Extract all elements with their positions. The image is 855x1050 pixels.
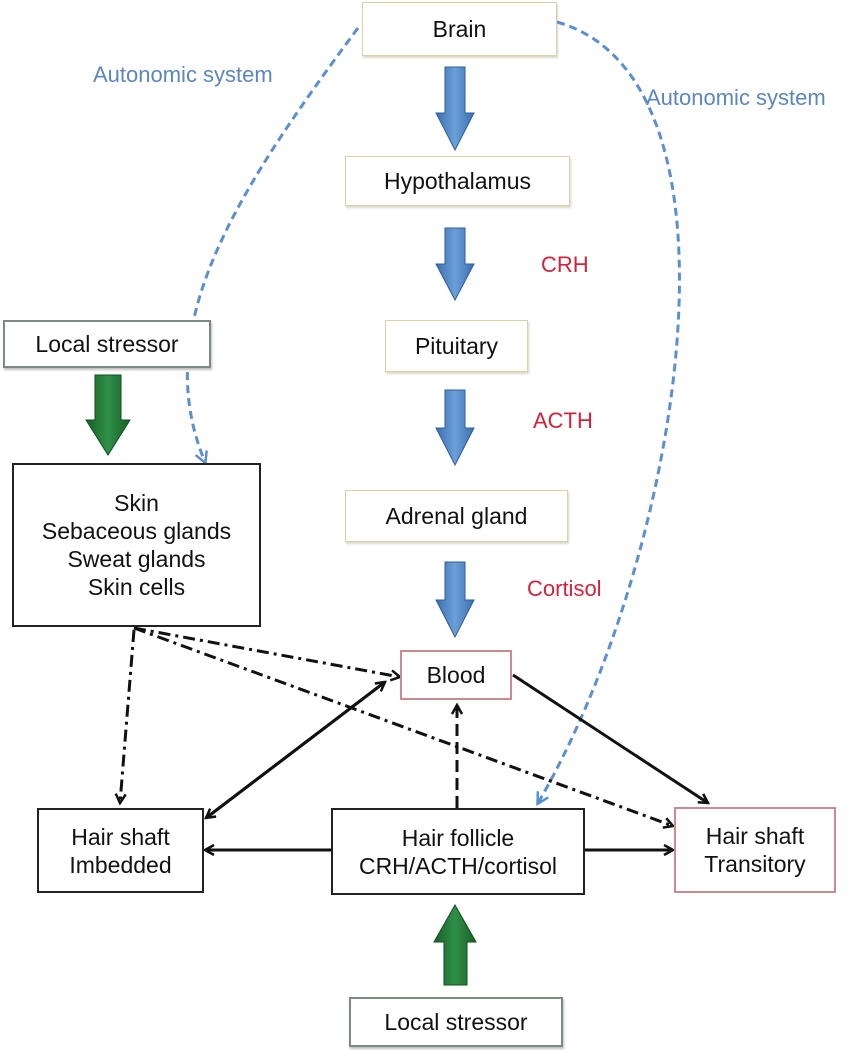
node-hair-shaft-imbedded-line-2: Imbedded (69, 851, 172, 878)
arrow-imbedded-to-blood (205, 682, 385, 820)
arrow-skin-to-imbedded (120, 629, 136, 803)
arrow-local-stressor-follicle (433, 903, 477, 986)
label-autonomic-left: Autonomic system (93, 62, 273, 87)
node-skin-line-4: Skin cells (87, 574, 186, 600)
node-local-stressor-bottom: Local stressor (349, 997, 563, 1047)
arrow-hypothalamus-pituitary (435, 227, 475, 302)
node-skin-line-1: Skin (114, 490, 159, 516)
arrow-brain-hypothalamus (435, 66, 475, 152)
node-hypothalamus: Hypothalamus (345, 156, 570, 206)
node-pituitary: Pituitary (385, 320, 528, 372)
node-adrenal-gland-label: Adrenal gland (385, 503, 528, 529)
label-acth: ACTH (533, 408, 593, 433)
node-brain: Brain (362, 2, 557, 56)
arrow-blood-to-transitory (512, 673, 708, 803)
node-skin: Skin Sebaceous glands Sweat glands Skin … (12, 463, 261, 627)
node-hair-shaft-imbedded: Hair shaft Imbedded (37, 808, 204, 893)
node-blood: Blood (400, 650, 512, 700)
node-hypothalamus-label: Hypothalamus (383, 168, 532, 194)
node-hair-follicle-line-2: CRH/ACTH/cortisol (358, 852, 558, 879)
node-blood-label: Blood (426, 662, 486, 688)
node-hair-follicle-line-1: Hair follicle (401, 824, 515, 851)
node-brain-label: Brain (432, 16, 487, 42)
arrow-adrenal-blood (435, 561, 475, 639)
node-pituitary-label: Pituitary (414, 333, 499, 359)
node-hair-shaft-transitory: Hair shaft Transitory (674, 807, 836, 893)
label-cortisol: Cortisol (527, 576, 602, 601)
node-skin-line-2: Sebaceous glands (41, 518, 232, 544)
autonomic-curve-right (538, 20, 681, 803)
node-hair-shaft-imbedded-line-1: Hair shaft (71, 823, 170, 850)
node-hair-follicle: Hair follicle CRH/ACTH/cortisol (331, 808, 585, 895)
arrow-local-stressor-skin (85, 374, 131, 456)
label-autonomic-right: Autonomic system (646, 85, 826, 110)
node-adrenal-gland: Adrenal gland (345, 490, 568, 542)
node-local-stressor-top-label: Local stressor (35, 331, 179, 357)
node-hair-shaft-transitory-line-2: Transitory (704, 851, 806, 877)
node-local-stressor-top: Local stressor (3, 320, 211, 368)
autonomic-curve-left (185, 27, 360, 462)
node-local-stressor-bottom-label: Local stressor (384, 1009, 528, 1035)
arrow-skin-to-transitory (133, 626, 673, 826)
arrow-skin-to-blood (133, 626, 400, 677)
node-hair-shaft-transitory-line-1: Hair shaft (705, 823, 805, 849)
arrow-pituitary-adrenal (435, 389, 475, 467)
node-skin-line-3: Sweat glands (67, 546, 206, 572)
label-crh: CRH (541, 252, 589, 277)
